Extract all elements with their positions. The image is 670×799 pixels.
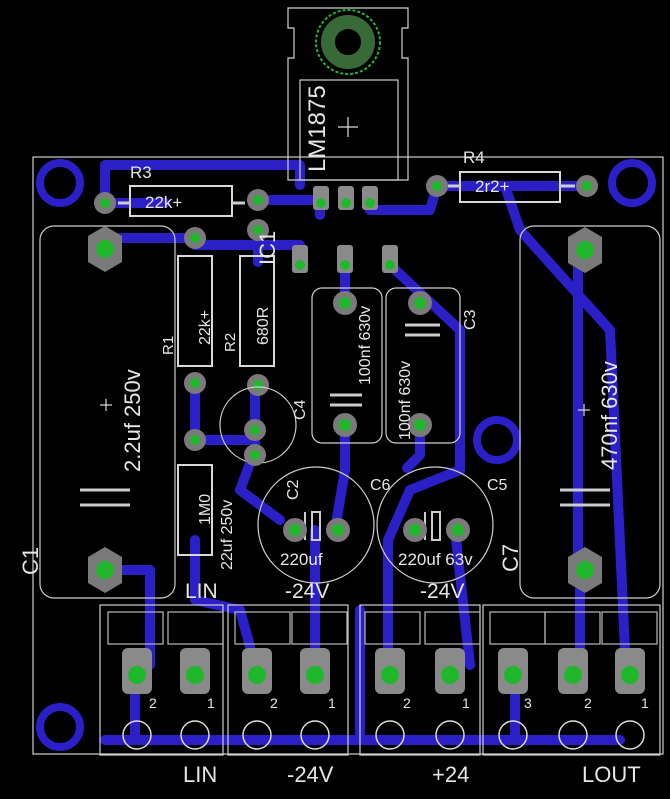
c4-ref-label: C4 <box>292 399 309 420</box>
lin-top-label: LIN <box>185 580 218 603</box>
terminal-pin-numbers: 2 1 2 1 2 1 3 2 1 <box>149 695 649 711</box>
capacitor-c7-body <box>519 225 661 599</box>
capacitor-c3 <box>385 287 461 444</box>
lout-bottom-label: LOUT <box>582 762 641 787</box>
neg24-bottom-label: -24V <box>287 762 334 787</box>
r2-ref-label: R2 <box>222 333 239 352</box>
resistor-r5 <box>177 429 213 556</box>
neg24-top-label-2: -24V <box>420 580 464 603</box>
capacitor-c1-body <box>39 225 176 599</box>
c2-value-label: 220uf <box>280 550 323 569</box>
chip-name-label: LM1875 <box>304 85 331 172</box>
resistor-r2 <box>239 219 275 396</box>
r5-value-label: 1M0 <box>197 494 214 525</box>
lm1875-package <box>287 7 409 273</box>
terminal-blocks <box>99 604 661 756</box>
c5-value-label: 220uf 63v <box>398 550 473 569</box>
pin-number: 3 <box>524 695 532 711</box>
pin-number: 2 <box>403 695 411 711</box>
pin-number: 2 <box>149 695 157 711</box>
c1-value-label: 2.2uf 250v <box>120 369 145 472</box>
pos24-bottom-label: +24 <box>432 762 469 787</box>
ic1-ref-label: IC1 <box>255 231 280 265</box>
r4-ref-label: R4 <box>463 148 485 167</box>
resistor-r4 <box>426 171 598 203</box>
pin-number: 1 <box>328 695 336 711</box>
c2-ref-label: C2 <box>285 479 302 500</box>
c6-value-label: 100nf 630v <box>357 306 374 385</box>
resistor-r3 <box>94 185 269 217</box>
pin-number: 1 <box>641 695 649 711</box>
pin-number: 1 <box>462 695 470 711</box>
mounting-holes <box>36 159 656 751</box>
lin-bottom-label: LIN <box>183 762 217 787</box>
c3-value-label: 100nf 630v <box>397 361 414 440</box>
c4b-value-label: 22uf 250v <box>219 500 236 570</box>
pin-number: 1 <box>207 695 215 711</box>
c6-ref-label: C6 <box>370 477 391 494</box>
r3-ref-label: R3 <box>130 163 152 182</box>
r1-value-label: 22k+ <box>197 310 214 345</box>
capacitor-c2 <box>257 466 375 584</box>
c1-ref-label: C1 <box>18 547 43 575</box>
r2-value-label: 680R <box>255 307 272 345</box>
neg24-top-label: -24V <box>285 580 329 603</box>
capacitor-c5 <box>376 466 494 584</box>
r4-value-label: 2r2+ <box>475 177 510 196</box>
pin-number: 2 <box>584 695 592 711</box>
resistor-r1 <box>177 227 213 394</box>
c7-value-label: 470nf 630v <box>597 361 622 470</box>
capacitor-c6 <box>311 287 383 444</box>
r3-value-label: 22k+ <box>145 193 182 212</box>
c5-ref-label: C5 <box>487 477 508 494</box>
c3-ref-label: C3 <box>462 309 479 330</box>
c7-ref-label: C7 <box>498 544 523 572</box>
pin-number: 2 <box>270 695 278 711</box>
capacitor-c4 <box>219 386 297 466</box>
r1-ref-label: R1 <box>160 336 177 355</box>
